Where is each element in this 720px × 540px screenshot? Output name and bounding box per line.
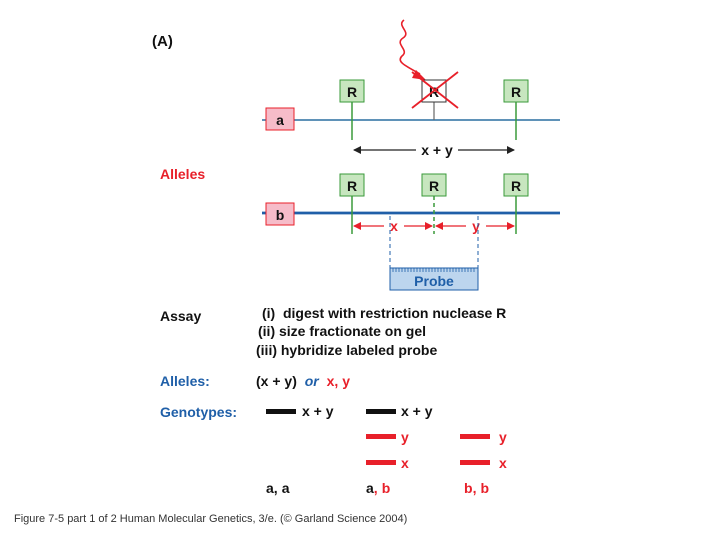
band-ab-xy	[366, 409, 396, 414]
figure-caption: Figure 7-5 part 1 of 2 Human Molecular G…	[14, 513, 408, 525]
mutation-arrowhead	[412, 70, 426, 80]
panel-label: (A)	[152, 33, 173, 50]
band-ab-y-label: y	[401, 429, 409, 445]
band-ab-y	[366, 434, 396, 439]
allele-a-badge: a	[265, 107, 295, 131]
probe-label: Probe	[414, 273, 454, 289]
genotype-bb-label: b,b	[464, 480, 489, 496]
span-y-label: y	[472, 218, 480, 234]
span-xy-label: x + y	[421, 142, 453, 158]
allele-b-badge: b	[265, 202, 295, 226]
svg-text:a: a	[276, 112, 284, 128]
span-x-label: x	[390, 218, 398, 234]
restriction-site-a-left: R	[339, 79, 365, 140]
band-bb-y-label: y	[499, 429, 507, 445]
svg-text:b: b	[276, 207, 285, 223]
svg-text:R: R	[347, 84, 357, 100]
band-aa-xy-label: x + y	[302, 403, 334, 419]
assay-step-1: (i) digest with restriction nuclease R	[262, 305, 506, 321]
band-bb-x	[460, 460, 490, 465]
genotypes-heading: Genotypes:	[160, 404, 237, 420]
svg-text:R: R	[347, 178, 357, 194]
genotype-ab-label: a,b	[366, 480, 390, 496]
alleles-heading: Alleles	[160, 166, 205, 182]
svg-text:R: R	[429, 84, 439, 100]
band-ab-x	[366, 460, 396, 465]
svg-text:R: R	[511, 84, 521, 100]
alleles-row-heading: Alleles:	[160, 373, 210, 389]
restriction-site-a-right: R	[503, 79, 529, 140]
assay-heading: Assay	[160, 308, 201, 324]
band-ab-xy-label: x + y	[401, 403, 433, 419]
restriction-site-a-mutated: R	[411, 71, 459, 120]
assay-step-2: (ii) size fractionate on gel	[258, 323, 426, 339]
assay-step-3: (iii) hybridize labeled probe	[256, 342, 437, 358]
band-aa-xy	[266, 409, 296, 414]
restriction-site-b-right: R	[503, 173, 529, 234]
alleles-row-values: (x + y) or x, y	[256, 373, 350, 389]
genotype-aa-label: a,a	[266, 480, 290, 496]
probe: Probe	[389, 267, 479, 291]
band-ab-x-label: x	[401, 455, 409, 471]
svg-text:R: R	[511, 178, 521, 194]
band-bb-x-label: x	[499, 455, 507, 471]
svg-text:R: R	[429, 178, 439, 194]
mutation-arrow	[399, 19, 421, 75]
restriction-site-b-middle: R	[421, 173, 447, 234]
band-bb-y	[460, 434, 490, 439]
restriction-site-b-left: R	[339, 173, 365, 234]
